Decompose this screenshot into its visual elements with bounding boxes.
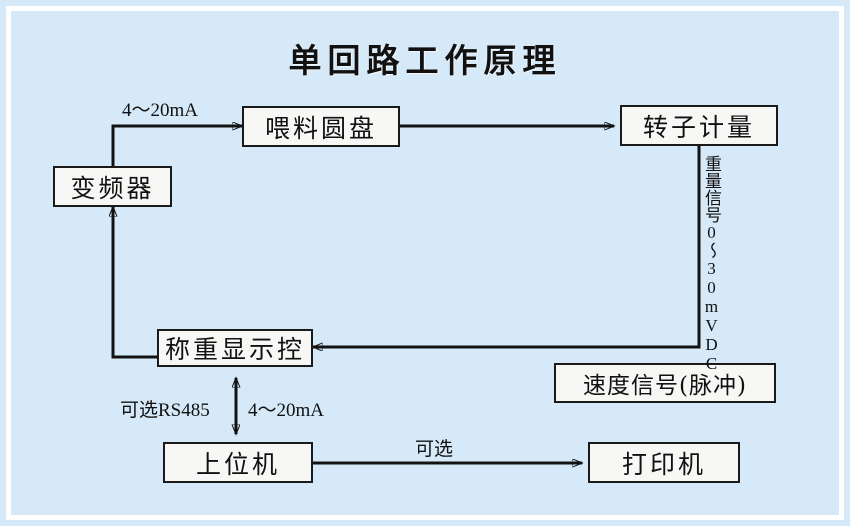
edge-label-optional-print: 可选 xyxy=(415,439,454,460)
edge-inverter-to-feeddisc xyxy=(111,124,236,166)
node-speed-signal[interactable]: 速度信号(脉冲) xyxy=(554,363,776,403)
edge-label-current-out: 4～20mA xyxy=(122,100,199,121)
edge-rotormeter-to-weighdisplay xyxy=(320,146,701,349)
edge-weighdisplay-to-inverter xyxy=(111,218,157,359)
node-host-pc[interactable]: 上位机 xyxy=(163,442,313,483)
edge-label-weight-signal: 重量信号0～30mVDC xyxy=(702,155,721,373)
node-weigh-display[interactable]: 称重显示控 xyxy=(157,329,313,367)
node-inverter[interactable]: 变频器 xyxy=(53,166,172,207)
node-feed-disc[interactable]: 喂料圆盘 xyxy=(242,106,400,147)
diagram-frame-border xyxy=(6,6,844,520)
edge-label-current-in: 4～20mA xyxy=(248,400,325,421)
node-printer[interactable]: 打印机 xyxy=(588,442,740,483)
page-title: 单回路工作原理 xyxy=(288,41,562,80)
edge-label-optional-rs485: 可选RS485 xyxy=(120,400,210,421)
node-rotor-meter[interactable]: 转子计量 xyxy=(620,105,778,146)
